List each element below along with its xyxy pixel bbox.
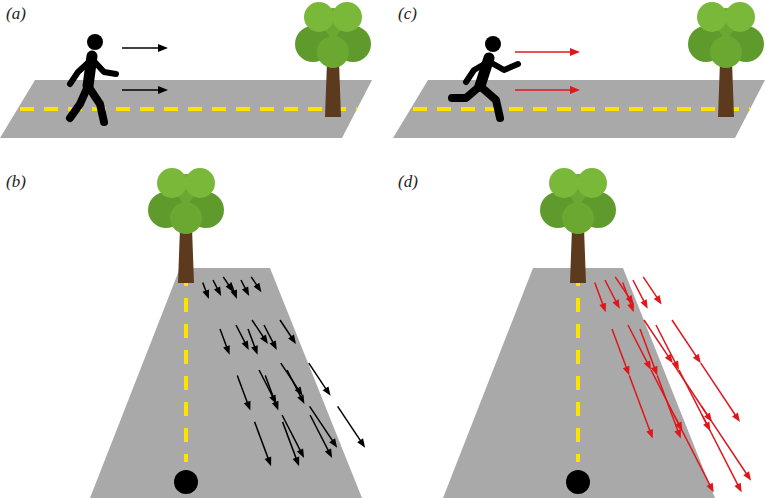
flow-arrowhead [325, 448, 332, 458]
flow-arrow [640, 329, 655, 370]
flow-arrow [633, 280, 645, 303]
flow-arrowhead [230, 289, 237, 299]
panel-label: (c) [398, 4, 417, 24]
flow-arrowhead [270, 340, 277, 350]
flow-arrow [605, 280, 617, 303]
flow-arrowhead [329, 438, 337, 447]
road-forward [443, 268, 715, 498]
flow-arrowhead [599, 303, 606, 313]
flow-arrow [280, 320, 293, 339]
flow-arrow [338, 406, 362, 442]
flow-arrowhead [651, 366, 658, 376]
flow-arrowhead [706, 483, 713, 493]
flow-arrow [255, 422, 269, 461]
flow-arrowhead [623, 366, 630, 376]
flow-arrow [220, 329, 228, 349]
flow-arrowhead [202, 289, 209, 299]
flow-arrowhead [654, 295, 662, 304]
flow-arrowhead [743, 471, 751, 480]
flow-arrowhead [323, 386, 331, 395]
panel-label: (a) [6, 4, 26, 24]
flow-arrow [265, 375, 276, 404]
flow-arrowhead [693, 354, 701, 363]
tree [295, 2, 371, 117]
flow-arrowhead [646, 429, 653, 439]
flow-arrowhead [288, 335, 296, 344]
flow-arrow [674, 415, 711, 487]
flow-arrowhead [612, 299, 619, 309]
flow-arrowhead [242, 340, 249, 350]
flow-arrow [657, 375, 678, 433]
flow-arrow [656, 325, 676, 365]
flow-arrow [252, 320, 265, 339]
flow-arrow [629, 375, 650, 433]
flow-arrow [248, 329, 256, 349]
flow-arrowhead [254, 283, 262, 292]
optic-flow [595, 277, 751, 493]
walker [70, 34, 116, 122]
flow-arrow [702, 406, 748, 475]
flow-arrowhead [242, 286, 249, 296]
flow-arrowhead [214, 286, 221, 296]
flow-arrowhead [640, 299, 647, 309]
motion-arrow [515, 48, 580, 94]
flow-arrowhead [627, 303, 634, 313]
flow-arrowhead [357, 438, 365, 447]
road-forward [90, 268, 362, 498]
tree [540, 168, 616, 283]
flow-arrowhead [293, 457, 300, 467]
flow-arrow [287, 370, 302, 399]
tree [688, 2, 764, 117]
flow-arrowhead [297, 394, 304, 404]
flow-arrow [237, 375, 248, 404]
road-side [393, 80, 765, 138]
flow-arrowhead [297, 448, 304, 458]
flow-arrowhead [672, 360, 679, 370]
flow-arrow [595, 283, 604, 307]
flow-arrow [264, 325, 274, 345]
flow-arrow [701, 363, 737, 417]
flow-arrow [612, 329, 627, 370]
flow-arrow [283, 422, 297, 461]
optic-flow [202, 277, 365, 466]
flow-arrow [623, 283, 632, 307]
flow-arrowhead [674, 429, 681, 439]
flow-arrowhead [734, 483, 741, 493]
flow-arrowhead [644, 360, 651, 370]
tree [148, 168, 224, 283]
flow-arrow [236, 325, 246, 345]
flow-arrowhead [260, 335, 268, 344]
flow-arrow [702, 415, 739, 487]
runner [452, 36, 518, 118]
flow-arrowhead [265, 457, 272, 467]
flow-arrow [259, 370, 274, 399]
flow-arrow [672, 320, 697, 358]
flow-arrowhead [272, 401, 279, 411]
flow-arrowhead [251, 345, 258, 355]
flow-arrowhead [223, 345, 230, 355]
flow-arrow [310, 415, 329, 453]
motion-arrow [122, 44, 168, 94]
flow-arrow [643, 277, 658, 300]
flow-arrow [309, 363, 327, 391]
panel-label: (d) [398, 172, 418, 192]
flow-arrowhead [732, 413, 740, 422]
panel-label: (b) [6, 172, 26, 192]
flow-arrowhead [244, 401, 251, 411]
road-side [0, 80, 372, 138]
